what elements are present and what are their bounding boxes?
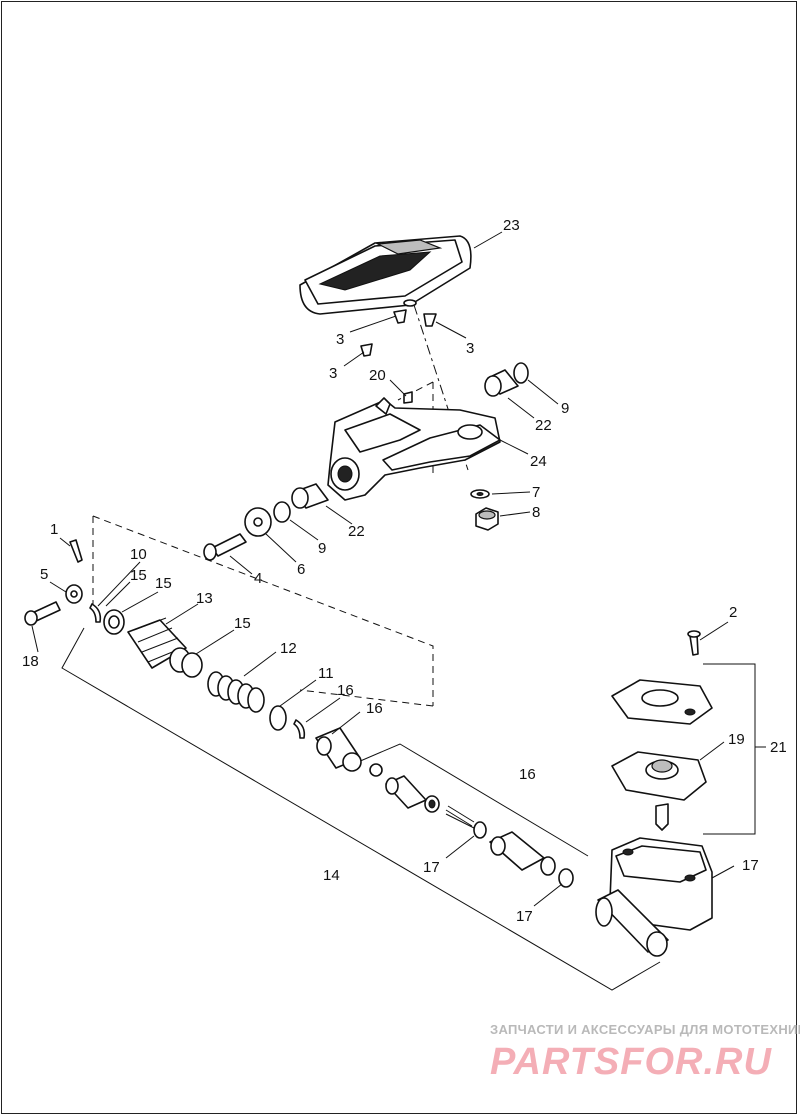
callout-4: 4 <box>254 570 262 587</box>
callout-15: 15 <box>155 575 172 592</box>
pushrod-group <box>269 705 383 777</box>
callout-3: 3 <box>329 365 337 382</box>
washer-and-nut <box>470 489 499 531</box>
callout-17: 17 <box>742 857 759 874</box>
assembly-brackets <box>61 627 766 991</box>
callout-10: 10 <box>130 546 147 563</box>
watermark-tagline: ЗАПЧАСТИ И АКСЕССУАРЫ ДЛЯ МОТОТЕХНИКИ <box>490 1022 800 1037</box>
callout-18: 18 <box>22 653 39 670</box>
callout-1: 1 <box>50 521 58 538</box>
callout-11: 11 <box>318 665 334 682</box>
pivot-stack <box>203 483 329 561</box>
boot-group <box>89 603 203 678</box>
callout-20: 20 <box>369 367 386 384</box>
callout-numbers: 23 3 3 3 20 9 22 24 7 8 22 9 6 4 1 5 18 … <box>22 217 787 925</box>
callout-16: 16 <box>519 766 536 783</box>
callout-3: 3 <box>336 331 344 348</box>
pedal-arm <box>327 397 501 501</box>
callout-8: 8 <box>532 504 540 521</box>
callout-14: 14 <box>323 867 340 884</box>
callout-9: 9 <box>561 400 569 417</box>
reservoir-cover <box>611 630 713 831</box>
callout-19: 19 <box>728 731 745 748</box>
upper-bushing <box>484 362 529 397</box>
callout-24: 24 <box>530 453 547 470</box>
callout-15: 15 <box>234 615 251 632</box>
foot-pedal-pad <box>299 235 472 315</box>
pad-screws <box>360 299 437 357</box>
callout-16: 16 <box>366 700 383 717</box>
piston-assembly <box>385 775 574 888</box>
callout-12: 12 <box>280 640 297 657</box>
callout-2: 2 <box>729 604 737 621</box>
callout-15: 15 <box>130 567 147 584</box>
watermark: ЗАПЧАСТИ И АКСЕССУАРЫ ДЛЯ МОТОТЕХНИКИ PA… <box>490 1022 800 1083</box>
callout-6: 6 <box>297 561 305 578</box>
watermark-brand: PARTSFOR.RU <box>490 1041 772 1083</box>
callout-3: 3 <box>466 340 474 357</box>
callout-16: 16 <box>337 682 354 699</box>
callout-23: 23 <box>503 217 520 234</box>
leader-lines <box>31 231 735 907</box>
clevis-pin-group <box>24 539 83 626</box>
callout-21: 21 <box>770 739 787 756</box>
callout-22: 22 <box>348 523 365 540</box>
callout-17: 17 <box>516 908 533 925</box>
callout-13: 13 <box>196 590 213 607</box>
callout-9: 9 <box>318 540 326 557</box>
callout-5: 5 <box>40 566 48 583</box>
spring <box>207 671 265 713</box>
callout-7: 7 <box>532 484 540 501</box>
master-cylinder-body <box>595 837 713 957</box>
callout-22: 22 <box>535 417 552 434</box>
callout-17: 17 <box>423 859 440 876</box>
grease-fitting <box>403 391 413 404</box>
